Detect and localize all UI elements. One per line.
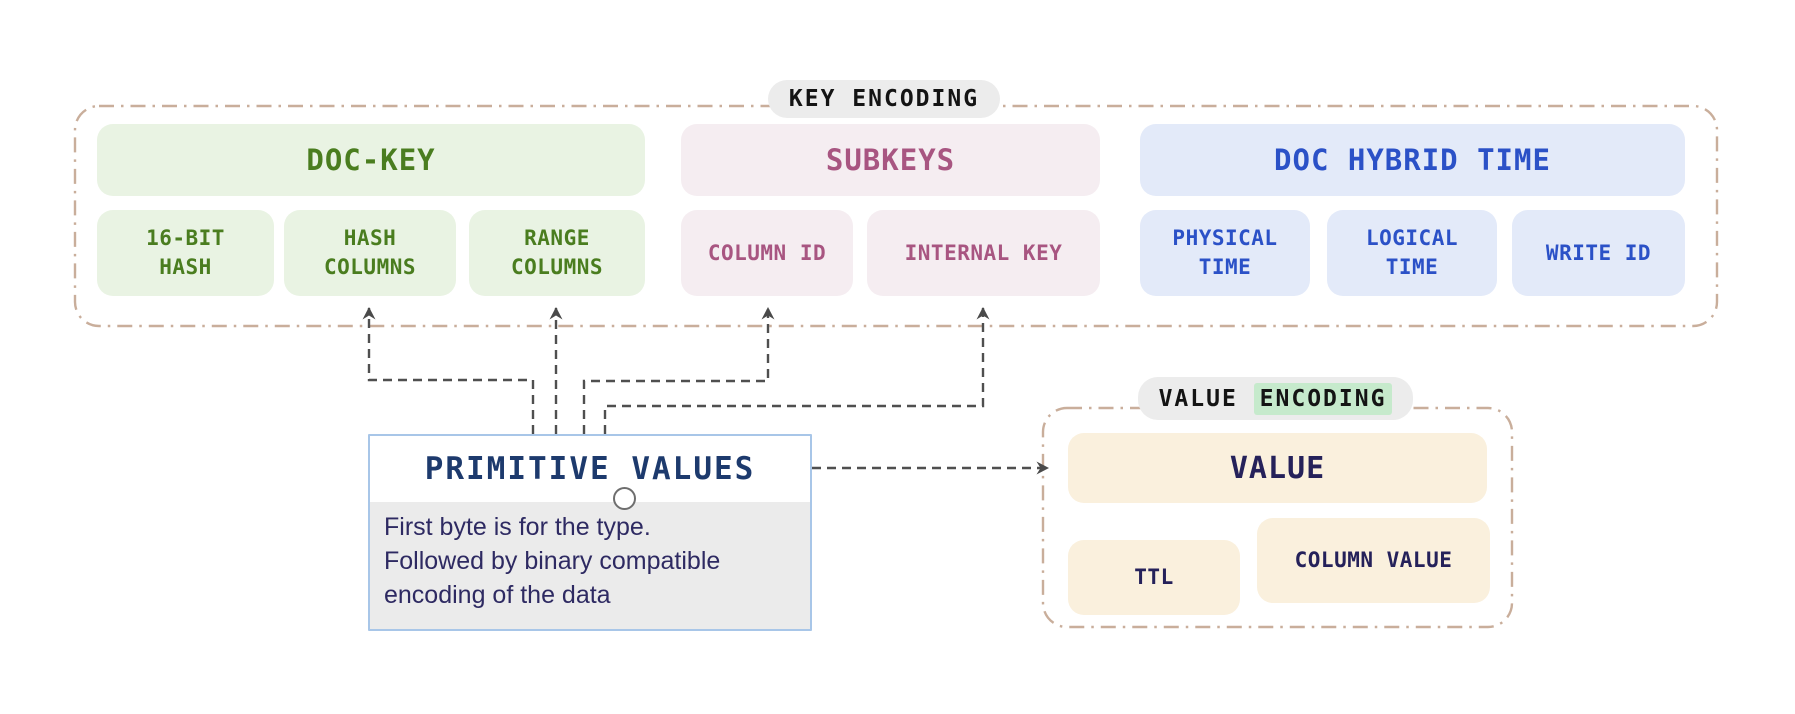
description-line-2: Followed by binary compatible xyxy=(384,547,721,575)
description-line-3: encoding of the data xyxy=(384,581,611,609)
cell-16-bit-hash: 16-BIT HASH xyxy=(97,210,274,296)
doc-hybrid-time-header: DOC HYBRID TIME xyxy=(1140,124,1685,196)
value-box: VALUE xyxy=(1068,433,1487,503)
primitive-values-header: PRIMITIVE VALUES xyxy=(370,436,810,502)
cell-write-id: WRITE ID xyxy=(1512,210,1685,296)
doc-hybrid-time-title: DOC HYBRID TIME xyxy=(1274,143,1551,177)
value-box-label: VALUE xyxy=(1229,450,1326,486)
cell-range-columns-label: RANGE COLUMNS xyxy=(511,226,604,279)
value-encoding-badge-highlight: ENCODING xyxy=(1253,382,1393,415)
primitive-values-title: PRIMITIVE VALUES xyxy=(424,451,756,487)
subkeys-title: SUBKEYS xyxy=(825,143,956,177)
connector-node xyxy=(613,487,636,510)
cell-column-id-label: COLUMN ID xyxy=(707,240,827,265)
cell-logical-time: LOGICAL TIME xyxy=(1327,210,1497,296)
primitive-values-description: First byte is for the type. Followed by … xyxy=(370,502,810,629)
cell-hash-columns: HASH COLUMNS xyxy=(284,210,456,296)
description-line-1: First byte is for the type. xyxy=(384,513,651,541)
cell-internal-key: INTERNAL KEY xyxy=(867,210,1100,296)
cell-logical-time-label: LOGICAL TIME xyxy=(1365,226,1458,279)
cell-internal-key-label: INTERNAL KEY xyxy=(904,240,1063,265)
arrow-primitive-to-column-id xyxy=(582,307,775,434)
cell-hash-columns-label: HASH COLUMNS xyxy=(324,226,417,279)
doc-key-title: DOC-KEY xyxy=(306,143,436,177)
column-value-box: COLUMN VALUE xyxy=(1257,518,1490,603)
cell-column-id: COLUMN ID xyxy=(681,210,853,296)
cell-write-id-label: WRITE ID xyxy=(1545,240,1652,265)
primitive-values-box: PRIMITIVE VALUES First byte is for the t… xyxy=(368,434,812,631)
key-encoding-badge-label: KEY ENCODING xyxy=(788,86,980,112)
value-encoding-badge: VALUE ENCODING xyxy=(1138,377,1413,420)
key-encoding-badge: KEY ENCODING xyxy=(768,80,1000,118)
ttl-box-label: TTL xyxy=(1134,565,1174,589)
cell-range-columns: RANGE COLUMNS xyxy=(469,210,645,296)
cell-16-bit-hash-label: 16-BIT HASH xyxy=(146,226,225,279)
column-value-box-label: COLUMN VALUE xyxy=(1294,548,1453,572)
subkeys-header: SUBKEYS xyxy=(681,124,1100,196)
ttl-box: TTL xyxy=(1068,540,1240,615)
arrow-primitive-to-internal-key xyxy=(603,307,990,434)
cell-physical-time: PHYSICAL TIME xyxy=(1140,210,1310,296)
value-encoding-badge-prefix: VALUE xyxy=(1158,385,1254,412)
doc-key-header: DOC-KEY xyxy=(97,124,645,196)
value-encoding-container-border xyxy=(1041,406,1514,629)
cell-physical-time-label: PHYSICAL TIME xyxy=(1172,226,1278,279)
arrow-primitive-to-hash-columns xyxy=(362,307,535,434)
